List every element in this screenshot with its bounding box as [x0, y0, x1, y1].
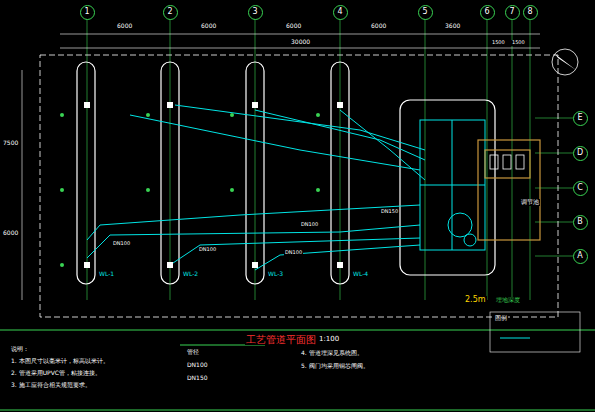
- grid-bubble: 4: [333, 5, 348, 20]
- plan-label: DN100: [300, 222, 319, 228]
- grid-label: 3: [252, 8, 257, 16]
- plan-label: 说明：: [10, 346, 30, 353]
- grid-bubble: C: [573, 181, 588, 196]
- plan-label: 2. 管道采用UPVC管，粘接连接。: [10, 370, 102, 377]
- pipes: [87, 105, 485, 270]
- plan-label: WL-2: [182, 271, 199, 278]
- plan-label: 管径: [186, 349, 200, 356]
- plan-label: 7500: [2, 140, 19, 147]
- grid-bubble: B: [573, 215, 588, 230]
- plan-label: 1500: [491, 40, 506, 46]
- grid-label: 7: [509, 8, 514, 16]
- grid-label: 6: [484, 8, 489, 16]
- plan-label: DN100: [198, 247, 217, 253]
- grid-bubble: D: [573, 146, 588, 161]
- grid-bubble: 3: [248, 5, 263, 20]
- grid-lines: [87, 19, 573, 300]
- pit-markers: [84, 102, 343, 268]
- plan-label: WL-3: [267, 271, 284, 278]
- grid-label: 5: [422, 8, 427, 16]
- north-arrow: [552, 49, 578, 75]
- plan-label: 6000: [116, 23, 133, 30]
- grid-label: C: [577, 184, 583, 192]
- plan-label: 6000: [2, 230, 19, 237]
- grid-label: 2: [167, 8, 172, 16]
- legend-line: [500, 338, 530, 339]
- plan-label: DN100: [112, 241, 131, 247]
- grid-bubble: 2: [163, 5, 178, 20]
- plan-label: DN100: [186, 362, 209, 369]
- grid-bubble: 5: [418, 5, 433, 20]
- tank-outlines: [77, 62, 495, 284]
- plan-label: 5. 阀门均采用铜芯闸阀。: [300, 363, 370, 370]
- grid-label: 1: [84, 8, 89, 16]
- grid-label: A: [577, 252, 582, 260]
- grid-label: 4: [337, 8, 342, 16]
- grid-bubble: 6: [480, 5, 495, 20]
- dimension-lines: [22, 34, 540, 300]
- grid-label: B: [577, 218, 583, 226]
- building: [478, 140, 540, 240]
- plan-label: 埋地深度: [495, 297, 521, 304]
- grid-label: 8: [527, 8, 532, 16]
- grid-bubble: 1: [80, 5, 95, 20]
- plan-label: WL-1: [98, 271, 115, 278]
- plan-label: 6000: [285, 23, 302, 30]
- grid-bubble: 7: [505, 5, 520, 20]
- plan-label: 图例: [494, 315, 508, 322]
- plan-label: 6000: [370, 23, 387, 30]
- plan-label: 工艺管道平面图: [245, 334, 317, 345]
- grid-label: E: [577, 114, 582, 122]
- grid-label: D: [577, 149, 583, 157]
- grid-dots: [60, 113, 320, 267]
- frame-lines: [0, 330, 595, 410]
- grid-bubble: 8: [523, 5, 538, 20]
- fixtures: [490, 155, 524, 169]
- grid-bubble: A: [573, 249, 588, 264]
- plan-label: 1500: [511, 40, 526, 46]
- plan-label: 1:100: [318, 336, 340, 344]
- plan-label: 3600: [444, 23, 461, 30]
- plan-label: WL-4: [352, 271, 369, 278]
- plan-label: 1. 本图尺寸以毫米计，标高以米计。: [10, 358, 110, 365]
- plan-label: 2.5m: [464, 296, 487, 305]
- plan-label: 3. 施工应符合相关规范要求。: [10, 382, 92, 389]
- plan-label: 6000: [200, 23, 217, 30]
- plan-label: 30000: [290, 39, 311, 46]
- plan-label: DN100: [284, 250, 303, 256]
- plan-label: DN150: [380, 209, 399, 215]
- plan-label: 调节池: [520, 199, 540, 206]
- plan-label: 4. 管道埋深见系统图。: [300, 350, 364, 357]
- legend-box: [490, 312, 580, 352]
- grid-bubble: E: [573, 111, 588, 126]
- site-boundary: [40, 55, 558, 317]
- plan-label: DN150: [186, 375, 209, 382]
